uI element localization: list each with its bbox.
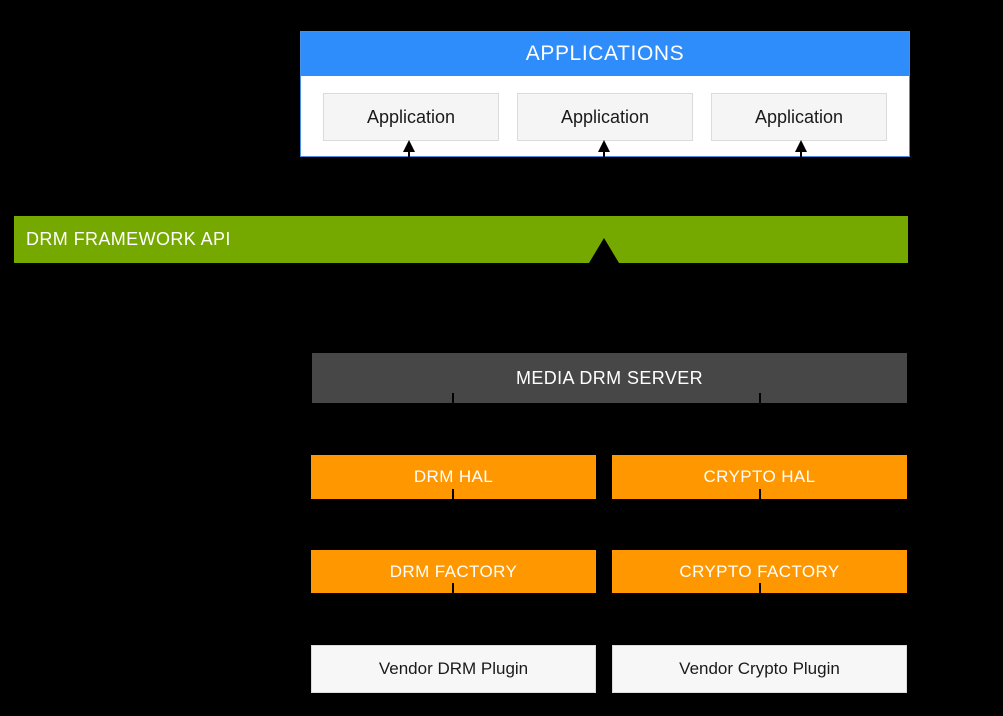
application-box-2[interactable]: Application	[517, 93, 693, 141]
drm-framework-api-label: DRM FRAMEWORK API	[26, 229, 231, 249]
connector-line-drm-hal-to-factory	[452, 489, 454, 553]
crypto-factory-label: CRYPTO FACTORY	[679, 561, 840, 581]
drm-framework-api-bar: DRM FRAMEWORK API	[14, 216, 908, 263]
connector-line-application-3	[800, 152, 802, 216]
connector-line-application-1	[408, 152, 410, 216]
arrow-up-to-application-2-icon	[598, 140, 610, 152]
vendor-crypto-plugin-label: Vendor Crypto Plugin	[679, 659, 840, 678]
application-box-1[interactable]: Application	[323, 93, 499, 141]
media-drm-server-box: MEDIA DRM SERVER	[312, 353, 907, 403]
applications-header: APPLICATIONS	[301, 32, 909, 76]
arrow-up-to-application-1-icon	[403, 140, 415, 152]
applications-panel: APPLICATIONS Application Application App…	[300, 31, 910, 157]
connector-line-server-to-drm-hal	[452, 393, 454, 457]
connector-line-down-1	[376, 158, 378, 216]
vendor-crypto-plugin-box: Vendor Crypto Plugin	[612, 645, 907, 693]
application-box-2-label: Application	[560, 106, 650, 127]
drm-factory-label: DRM FACTORY	[389, 561, 518, 581]
crypto-hal-label: CRYPTO HAL	[703, 467, 816, 486]
vendor-drm-plugin-label: Vendor DRM Plugin	[378, 659, 529, 678]
connector-line-down-3	[836, 158, 838, 216]
connector-line-drm-factory-to-plugin	[452, 583, 454, 647]
applications-header-label: APPLICATIONS	[525, 42, 685, 65]
arrow-up-server-to-framework-icon	[589, 238, 619, 263]
application-box-3-label: Application	[754, 106, 844, 127]
crypto-hal-box: CRYPTO HAL	[612, 455, 907, 499]
arrow-up-to-application-3-icon	[795, 140, 807, 152]
connector-line-down-2	[603, 158, 605, 216]
connector-line-crypto-hal-to-factory	[759, 489, 761, 553]
connector-line-server-to-crypto-hal	[759, 393, 761, 457]
connector-line-crypto-factory-to-plugin	[759, 583, 761, 647]
connector-line-server-to-framework	[603, 263, 605, 355]
media-drm-server-label: MEDIA DRM SERVER	[515, 367, 704, 388]
application-box-1-label: Application	[366, 106, 456, 127]
application-box-3[interactable]: Application	[711, 93, 887, 141]
drm-hal-label: DRM HAL	[413, 467, 494, 486]
vendor-drm-plugin-box: Vendor DRM Plugin	[311, 645, 596, 693]
applications-row: Application Application Application	[301, 76, 909, 158]
